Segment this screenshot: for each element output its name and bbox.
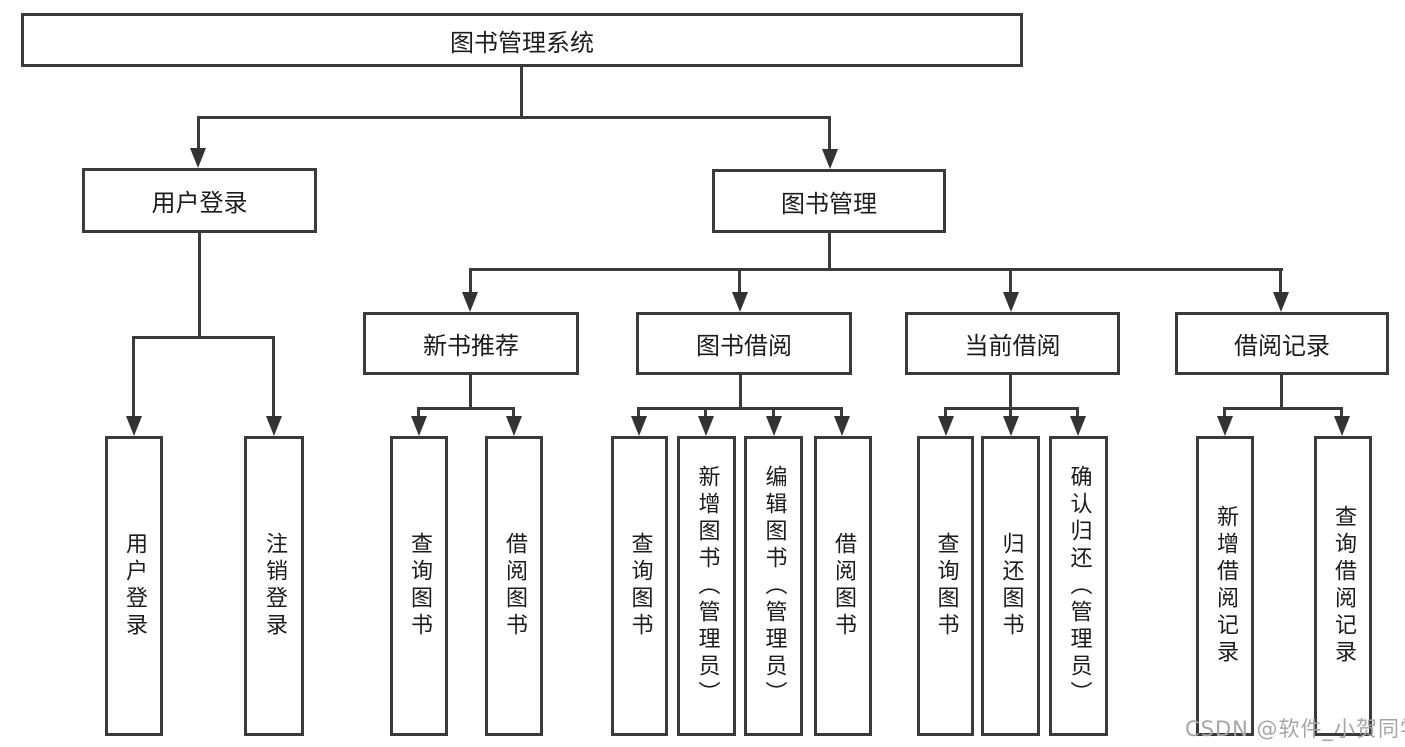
connector-line [512, 407, 515, 418]
leaf-confirm-return-admin: 确认归还（管理员） [1049, 436, 1108, 736]
leaf-edit-book-admin: 编辑图书（管理员） [744, 436, 803, 736]
arrow-down-icon [190, 148, 206, 168]
connector-line [1280, 375, 1283, 409]
node-book-borrowing: 图书借阅 [636, 312, 852, 375]
arrow-down-icon [1217, 416, 1233, 436]
connector-line [772, 407, 775, 418]
leaf-return-books: 归还图书 [981, 436, 1040, 736]
arrow-down-icon [822, 149, 838, 169]
leaf-logout: 注销登录 [244, 436, 304, 736]
connector-line [197, 116, 200, 150]
connector-line [637, 407, 843, 410]
leaf-borrow-books-recommend: 借阅图书 [485, 436, 543, 736]
node-book-management: 图书管理 [712, 169, 946, 233]
connector-line [132, 336, 135, 418]
arrow-down-icon [834, 416, 850, 436]
node-borrowing-records: 借阅记录 [1175, 312, 1389, 375]
arrow-down-icon [698, 416, 714, 436]
csdn-watermark: CSDN @软件_小贺同学 [1185, 717, 1405, 741]
leaf-query-books-borrow: 查询图书 [611, 436, 668, 736]
arrow-down-icon [506, 416, 522, 436]
arrow-down-icon [732, 292, 748, 312]
arrow-down-icon [462, 292, 478, 312]
connector-line [272, 336, 275, 418]
connector-line [840, 407, 843, 418]
node-new-book-recommendation: 新书推荐 [363, 312, 579, 375]
connector-line [1009, 268, 1012, 294]
leaf-add-book-admin: 新增图书（管理员） [677, 436, 736, 736]
connector-line [1223, 407, 1343, 410]
leaf-add-borrow-record: 新增借阅记录 [1196, 436, 1254, 736]
connector-line [198, 233, 201, 339]
node-library-system: 图书管理系统 [21, 13, 1023, 67]
connector-line [704, 407, 707, 418]
connector-line [520, 67, 523, 118]
connector-line [1009, 375, 1012, 409]
connector-line [738, 268, 741, 294]
arrow-down-icon [1003, 416, 1019, 436]
connector-line [828, 233, 831, 270]
arrow-down-icon [631, 416, 647, 436]
arrow-down-icon [766, 416, 782, 436]
leaf-query-borrow-record: 查询借阅记录 [1314, 436, 1372, 736]
connector-line [1279, 268, 1282, 294]
leaf-query-books-current: 查询图书 [917, 436, 974, 736]
connector-line [469, 375, 472, 409]
connector-line [1223, 407, 1226, 418]
connector-line [944, 407, 947, 418]
arrow-down-icon [1003, 292, 1019, 312]
connector-line [828, 116, 831, 151]
arrow-down-icon [938, 416, 954, 436]
arrow-down-icon [1070, 416, 1086, 436]
node-current-borrowing: 当前借阅 [905, 312, 1120, 375]
connector-line [1009, 407, 1012, 418]
connector-line [739, 375, 742, 409]
connector-line [469, 268, 472, 294]
leaf-borrow-books: 借阅图书 [814, 436, 872, 736]
leaf-user-login: 用户登录 [105, 436, 163, 736]
arrow-down-icon [1334, 416, 1350, 436]
connector-line [132, 336, 275, 339]
arrow-down-icon [266, 416, 282, 436]
connector-line [417, 407, 420, 418]
arrow-down-icon [411, 416, 427, 436]
node-user-login: 用户登录 [82, 168, 317, 233]
connector-line [469, 268, 1283, 271]
arrow-down-icon [126, 416, 142, 436]
connector-line [637, 407, 640, 418]
connector-line [197, 116, 831, 119]
connector-line [1340, 407, 1343, 418]
arrow-down-icon [1273, 292, 1289, 312]
connector-line [417, 407, 515, 410]
connector-line [1076, 407, 1079, 418]
leaf-query-books-recommend: 查询图书 [390, 436, 448, 736]
